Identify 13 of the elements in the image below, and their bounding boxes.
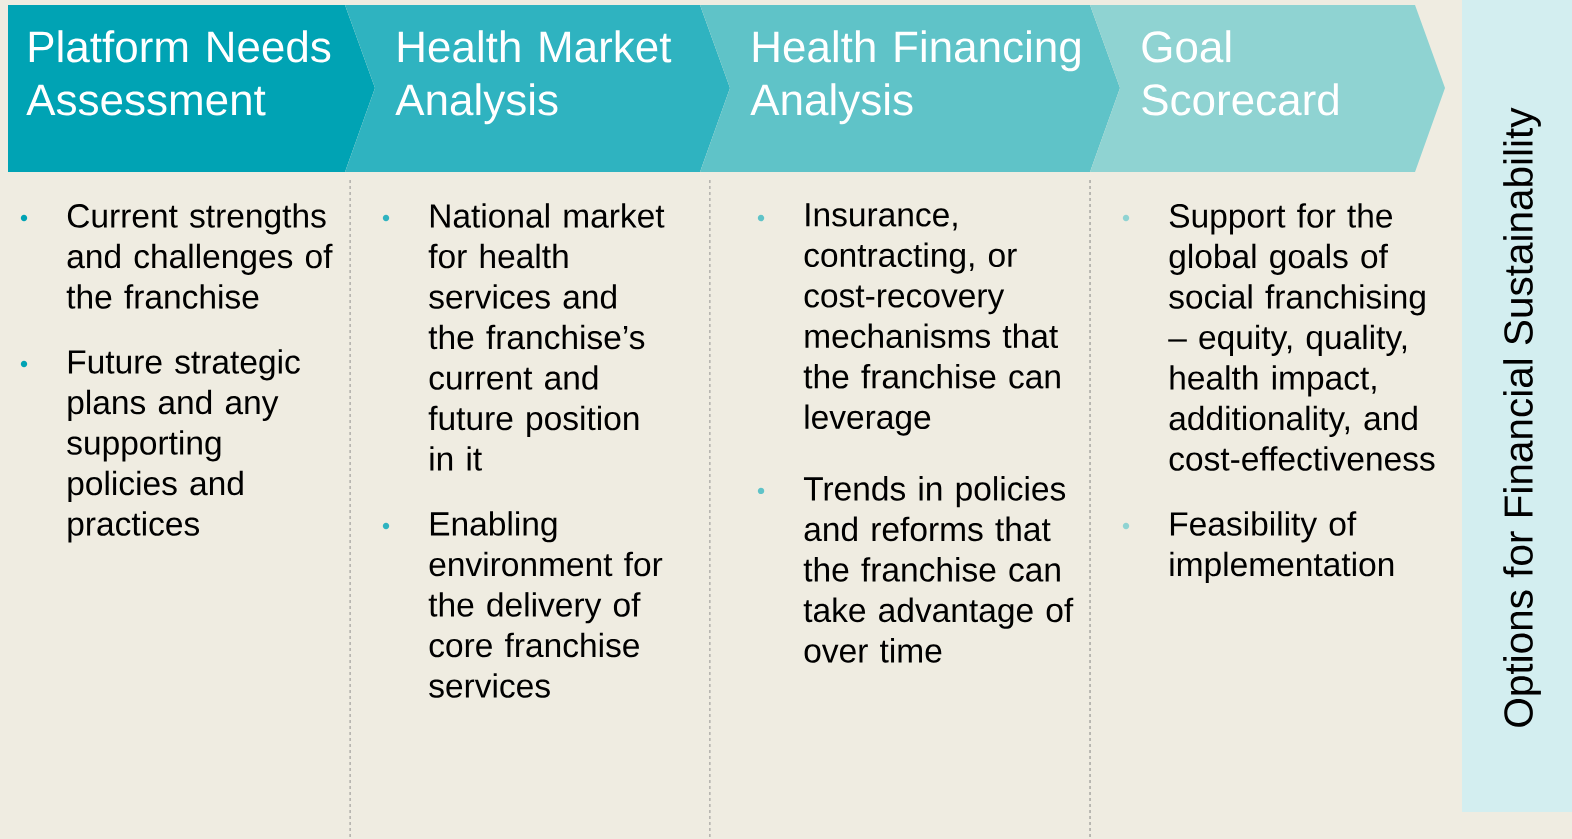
bullet-text: Insurance, contracting, or cost-recovery mechanisms that the franchise can leverage [803, 203, 1060, 436]
bullet-text: Current strengths and challenges of the franchise [66, 203, 333, 309]
step-banner: Health Market Analysis [345, 5, 730, 172]
bullet-text: Feasibility of implementation [1170, 511, 1394, 583]
step-banner: Goal Scorecard [1090, 5, 1445, 172]
step-banner: Health Financing Analysis [700, 5, 1120, 172]
bullet-text: Support for the global goals of social franchising – equity, quality, health impact, additionality, and cost-effectiveness [1168, 203, 1435, 471]
bullet-text: National market for health services and the franchise’s current and future position in it [428, 203, 665, 471]
bullet-text: Enabling environment for the delivery of core franchise services [428, 511, 663, 698]
step-banner: Platform Needs Assessment [8, 5, 375, 172]
bullet-text: Trends in policies and reforms that the franchise can take advantage of over time [803, 476, 1074, 663]
side-band: Options for Financial Sustainability [1462, 0, 1572, 812]
bullet-text: Future strategic plans and any supporting policies and practices [67, 349, 300, 543]
